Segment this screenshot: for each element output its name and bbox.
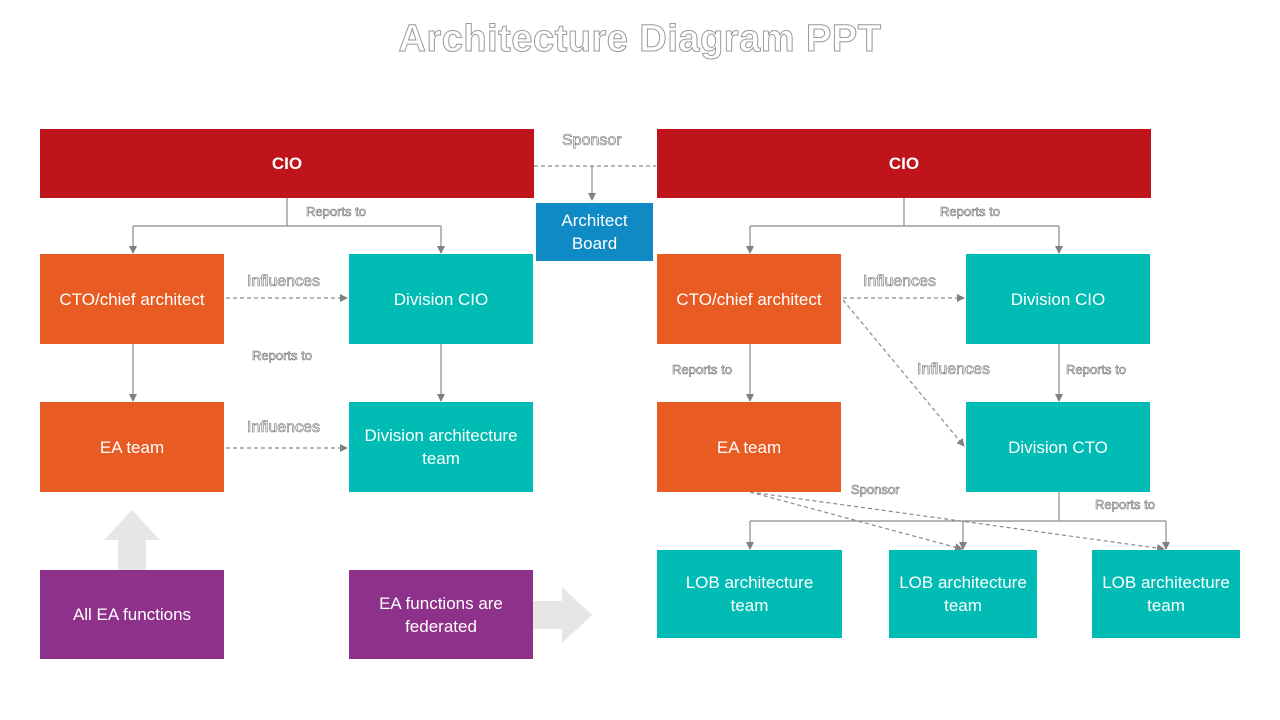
left-influences-label-2: Influences: [247, 419, 321, 437]
right-reports-to-right-label: Reports to: [1066, 362, 1127, 378]
left-cio-box: CIO: [40, 129, 534, 198]
all-ea-functions-box: All EA functions: [40, 570, 224, 659]
left-cto-box: CTO/chief architect: [40, 254, 224, 344]
architect-board-box: Architect Board: [536, 203, 653, 261]
lob-architecture-team-box-2: LOB architecture team: [889, 550, 1037, 638]
left-ea-team-box: EA team: [40, 402, 224, 492]
ea-functions-federated-box: EA functions are federated: [349, 570, 533, 659]
right-reports-to-top-label: Reports to: [940, 204, 1001, 220]
right-arrow-icon: [532, 587, 592, 643]
left-division-cio-box: Division CIO: [349, 254, 533, 344]
right-reports-to-left-label: Reports to: [672, 362, 733, 378]
lob-architecture-team-box-1: LOB architecture team: [657, 550, 842, 638]
left-reports-to-top-label: Reports to: [306, 204, 367, 220]
up-arrow-icon: [104, 510, 160, 572]
lob-architecture-team-box-3: LOB architecture team: [1092, 550, 1240, 638]
right-ea-team-box: EA team: [657, 402, 841, 492]
right-influences-label-2: Influences: [917, 361, 991, 379]
left-reports-to-mid-label: Reports to: [252, 348, 313, 364]
right-cio-box: CIO: [657, 129, 1151, 198]
right-division-cto-box: Division CTO: [966, 402, 1150, 492]
right-sponsor-label: Sponsor: [851, 482, 900, 498]
right-reports-to-bottom-label: Reports to: [1095, 497, 1156, 513]
right-influences-label-1: Influences: [863, 273, 937, 291]
left-influences-label-1: Influences: [247, 273, 321, 291]
right-division-cio-box: Division CIO: [966, 254, 1150, 344]
left-division-arch-team-box: Division architecture team: [349, 402, 533, 492]
right-cto-box: CTO/chief architect: [657, 254, 841, 344]
sponsor-label: Sponsor: [562, 132, 622, 150]
page-title: Architecture Diagram PPT: [398, 18, 882, 61]
